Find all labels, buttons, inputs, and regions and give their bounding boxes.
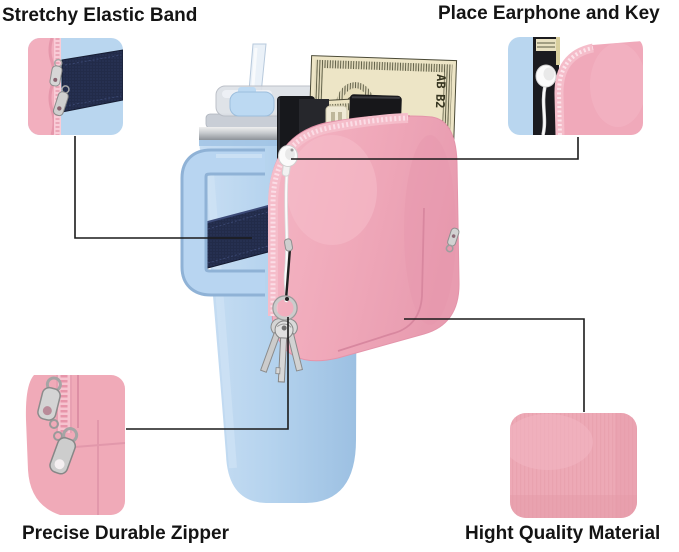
callout-label-elastic-band: Stretchy Elastic Band (2, 5, 198, 26)
tumbler-handle (180, 148, 265, 297)
keys (259, 238, 304, 383)
pouch-zipper-edge (268, 113, 411, 316)
callout-label-material: Hight Quality Material (465, 523, 661, 544)
inset-elastic-band-photo (28, 38, 123, 135)
callout-line-zipper (126, 317, 289, 430)
pouch (268, 113, 460, 362)
key-strap (284, 247, 292, 300)
main-product-photo: AB B2 (180, 43, 460, 503)
inset-earphone-key-photo (508, 37, 643, 135)
inset-material-photo (510, 413, 637, 518)
bill-serial-line2: B2 (433, 94, 447, 109)
bill-serial-line1: AB (434, 74, 448, 89)
callout-label-zipper: Precise Durable Zipper (22, 523, 229, 544)
callout-line-material (404, 318, 585, 412)
pouch-pocket-seam (337, 207, 425, 352)
inset-zipper-photo (20, 375, 125, 515)
keyring (272, 295, 298, 321)
callout-line-elastic-band (74, 136, 252, 239)
callout-label-earphone-key: Place Earphone and Key (438, 3, 660, 24)
pouch-side-zipper-pull (445, 227, 460, 253)
callout-line-earphone-key (291, 137, 579, 160)
